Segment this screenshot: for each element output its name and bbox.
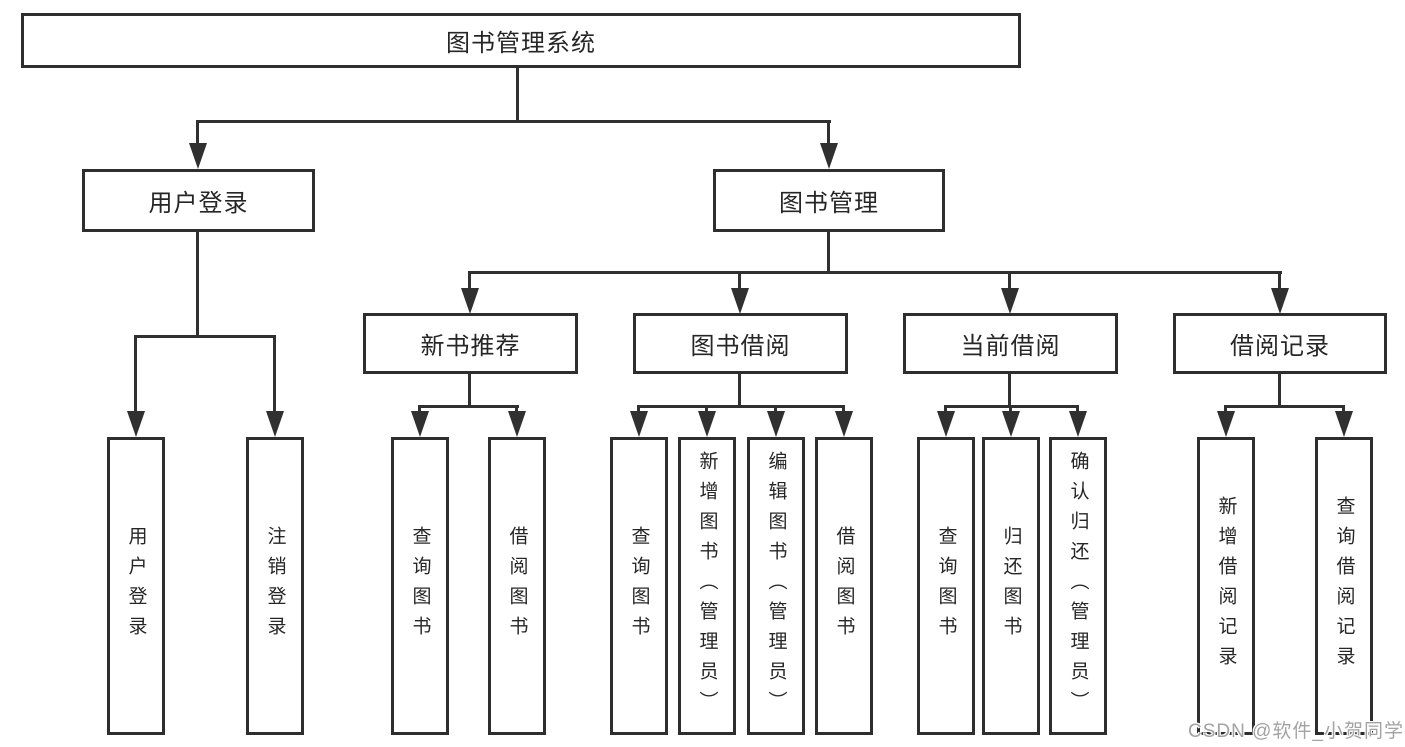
- connector: [418, 405, 421, 413]
- watermark: CSDN @软件_小贺同学: [1188, 721, 1404, 742]
- arrow-down-icon: [731, 288, 749, 314]
- arrow-down-icon: [1335, 411, 1353, 437]
- connector: [637, 405, 845, 408]
- leaf-label: 借阅图书: [506, 526, 528, 646]
- arrow-down-icon: [767, 411, 785, 437]
- connector: [1342, 405, 1345, 413]
- arrow-down-icon: [1001, 288, 1019, 314]
- connector: [827, 232, 830, 274]
- node-new-book-recommend: 新书推荐: [363, 313, 578, 374]
- arrow-down-icon: [1271, 288, 1289, 314]
- leaf-add-books-admin: 新增图书（管理员）: [678, 437, 736, 735]
- arrow-down-icon: [1002, 411, 1020, 437]
- connector: [468, 271, 1282, 274]
- connector: [1278, 374, 1281, 408]
- leaf-label: 查询图书: [935, 526, 957, 646]
- leaf-label: 新增图书（管理员）: [696, 451, 718, 721]
- connector: [468, 374, 471, 408]
- connector: [1008, 374, 1011, 408]
- arrow-down-icon: [461, 288, 479, 314]
- connector: [196, 232, 199, 338]
- leaf-confirm-return-admin: 确认归还（管理员）: [1049, 437, 1107, 735]
- connector: [637, 405, 640, 413]
- leaf-label: 查询借阅记录: [1333, 496, 1355, 676]
- arrow-down-icon: [411, 411, 429, 437]
- arrow-down-icon: [630, 411, 648, 437]
- node-label: 当前借阅: [960, 333, 1061, 360]
- connector: [842, 405, 845, 413]
- arrow-down-icon: [508, 411, 526, 437]
- arrow-down-icon: [820, 143, 838, 169]
- connector: [134, 335, 137, 413]
- leaf-label: 归还图书: [1000, 526, 1022, 646]
- node-label: 图书管理系统: [446, 30, 596, 57]
- arrow-down-icon: [266, 411, 284, 437]
- connector: [1224, 405, 1227, 413]
- leaf-label: 确认归还（管理员）: [1067, 451, 1089, 721]
- node-label: 借阅记录: [1230, 333, 1330, 360]
- connector: [738, 271, 741, 291]
- node-label: 图书管理: [779, 190, 879, 217]
- leaf-query-books-current: 查询图书: [917, 437, 975, 735]
- node-current-borrowing: 当前借阅: [903, 313, 1118, 374]
- leaf-label: 新增借阅记录: [1215, 496, 1237, 676]
- connector: [418, 405, 519, 408]
- node-label: 图书借阅: [690, 333, 791, 360]
- leaf-label: 查询图书: [409, 526, 431, 646]
- connector: [944, 405, 947, 413]
- leaf-borrow-books-borrowing: 借阅图书: [815, 437, 873, 735]
- leaf-query-borrow-record: 查询借阅记录: [1315, 437, 1373, 735]
- arrow-down-icon: [1069, 411, 1087, 437]
- node-borrow-records: 借阅记录: [1173, 313, 1387, 374]
- connector: [1278, 271, 1281, 291]
- leaf-user-login: 用户登录: [107, 437, 165, 735]
- connector: [515, 405, 518, 413]
- connector: [516, 68, 519, 123]
- node-user-login: 用户登录: [82, 169, 315, 232]
- leaf-label: 查询图书: [628, 526, 650, 646]
- connector: [1008, 271, 1011, 291]
- leaf-edit-books-admin: 编辑图书（管理员）: [747, 437, 805, 735]
- arrow-down-icon: [1217, 411, 1235, 437]
- node-book-management: 图书管理: [713, 169, 945, 232]
- leaf-logout: 注销登录: [246, 437, 304, 735]
- connector: [1224, 405, 1345, 408]
- node-label: 新书推荐: [420, 333, 521, 360]
- connector: [273, 335, 276, 413]
- connector: [196, 120, 831, 123]
- leaf-label: 用户登录: [125, 526, 147, 646]
- connector: [468, 271, 471, 291]
- connector: [134, 335, 276, 338]
- connector: [827, 120, 830, 148]
- connector: [1009, 405, 1012, 413]
- leaf-label: 注销登录: [264, 526, 286, 646]
- arrow-down-icon: [937, 411, 955, 437]
- leaf-query-books-borrowing: 查询图书: [610, 437, 668, 735]
- leaf-label: 借阅图书: [833, 526, 855, 646]
- leaf-query-books-recommend: 查询图书: [391, 437, 449, 735]
- node-root-system: 图书管理系统: [21, 13, 1021, 68]
- connector: [705, 405, 708, 413]
- arrow-down-icon: [127, 411, 145, 437]
- arrow-down-icon: [698, 411, 716, 437]
- leaf-borrow-books-recommend: 借阅图书: [488, 437, 546, 735]
- node-book-borrowing: 图书借阅: [633, 313, 848, 374]
- leaf-add-borrow-record: 新增借阅记录: [1197, 437, 1255, 735]
- arrow-down-icon: [189, 143, 207, 169]
- arrow-down-icon: [835, 411, 853, 437]
- node-label: 用户登录: [148, 190, 249, 217]
- connector: [774, 405, 777, 413]
- leaf-return-books: 归还图书: [982, 437, 1040, 735]
- connector: [738, 374, 741, 408]
- connector: [196, 120, 199, 148]
- connector: [1076, 405, 1079, 413]
- leaf-label: 编辑图书（管理员）: [765, 451, 787, 721]
